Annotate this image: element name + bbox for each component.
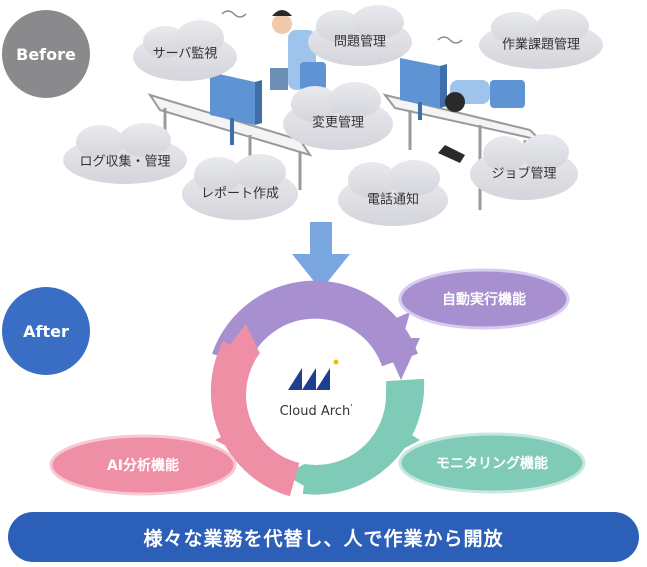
- cloud-arch-logo-icon: [288, 359, 339, 390]
- summary-banner: 様々な業務を代替し、人で作業から開放: [8, 512, 639, 562]
- cloud-label-phone-notification: 電話通知: [366, 192, 420, 208]
- label-auto-execution: 自動実行機能: [442, 292, 526, 308]
- after-badge: After: [2, 287, 90, 375]
- cloud-log-collection: [63, 123, 187, 184]
- label-ai-analysis: AI分析機能: [106, 458, 180, 474]
- down-arrow-icon: [292, 222, 350, 290]
- bubble-auto-execution: [380, 268, 570, 330]
- before-badge: Before: [2, 10, 90, 98]
- cycle-ring: [210, 280, 425, 497]
- cloud-report-creation: [182, 154, 298, 220]
- logo-wordmark: Cloud Arch: [279, 404, 351, 420]
- cloud-server-monitoring: [133, 20, 237, 81]
- cloud-problem-management: [308, 5, 412, 66]
- cloud-label-server-monitoring: サーバ監視: [152, 46, 218, 62]
- cloud-job-management: [470, 134, 578, 200]
- cloud-phone-notification: [338, 160, 448, 226]
- right-monitor: [400, 58, 447, 120]
- cloud-work-task-management: [479, 9, 603, 69]
- cloud-label-log-collection: ログ収集・管理: [79, 154, 171, 170]
- bubble-monitoring: [395, 425, 586, 494]
- cloud-label-job-management: ジョブ管理: [491, 166, 557, 182]
- cloud-arch-logo-text: Cloud Arch': [280, 403, 353, 419]
- logo-mark: ': [350, 402, 353, 412]
- label-monitoring: モニタリング機能: [436, 456, 548, 472]
- stressed-worker-left: [221, 10, 326, 90]
- cloud-label-problem-management: 問題管理: [333, 34, 387, 50]
- left-monitor: [210, 72, 262, 145]
- cloud-change-management: [283, 82, 393, 150]
- slumped-worker-right: [437, 36, 525, 163]
- bubble-ai-analysis: [49, 425, 245, 496]
- cloud-label-change-management: 変更管理: [311, 115, 365, 131]
- cloud-label-work-task-management: 作業課題管理: [501, 37, 581, 53]
- cloud-label-report-creation: レポート作成: [200, 186, 280, 202]
